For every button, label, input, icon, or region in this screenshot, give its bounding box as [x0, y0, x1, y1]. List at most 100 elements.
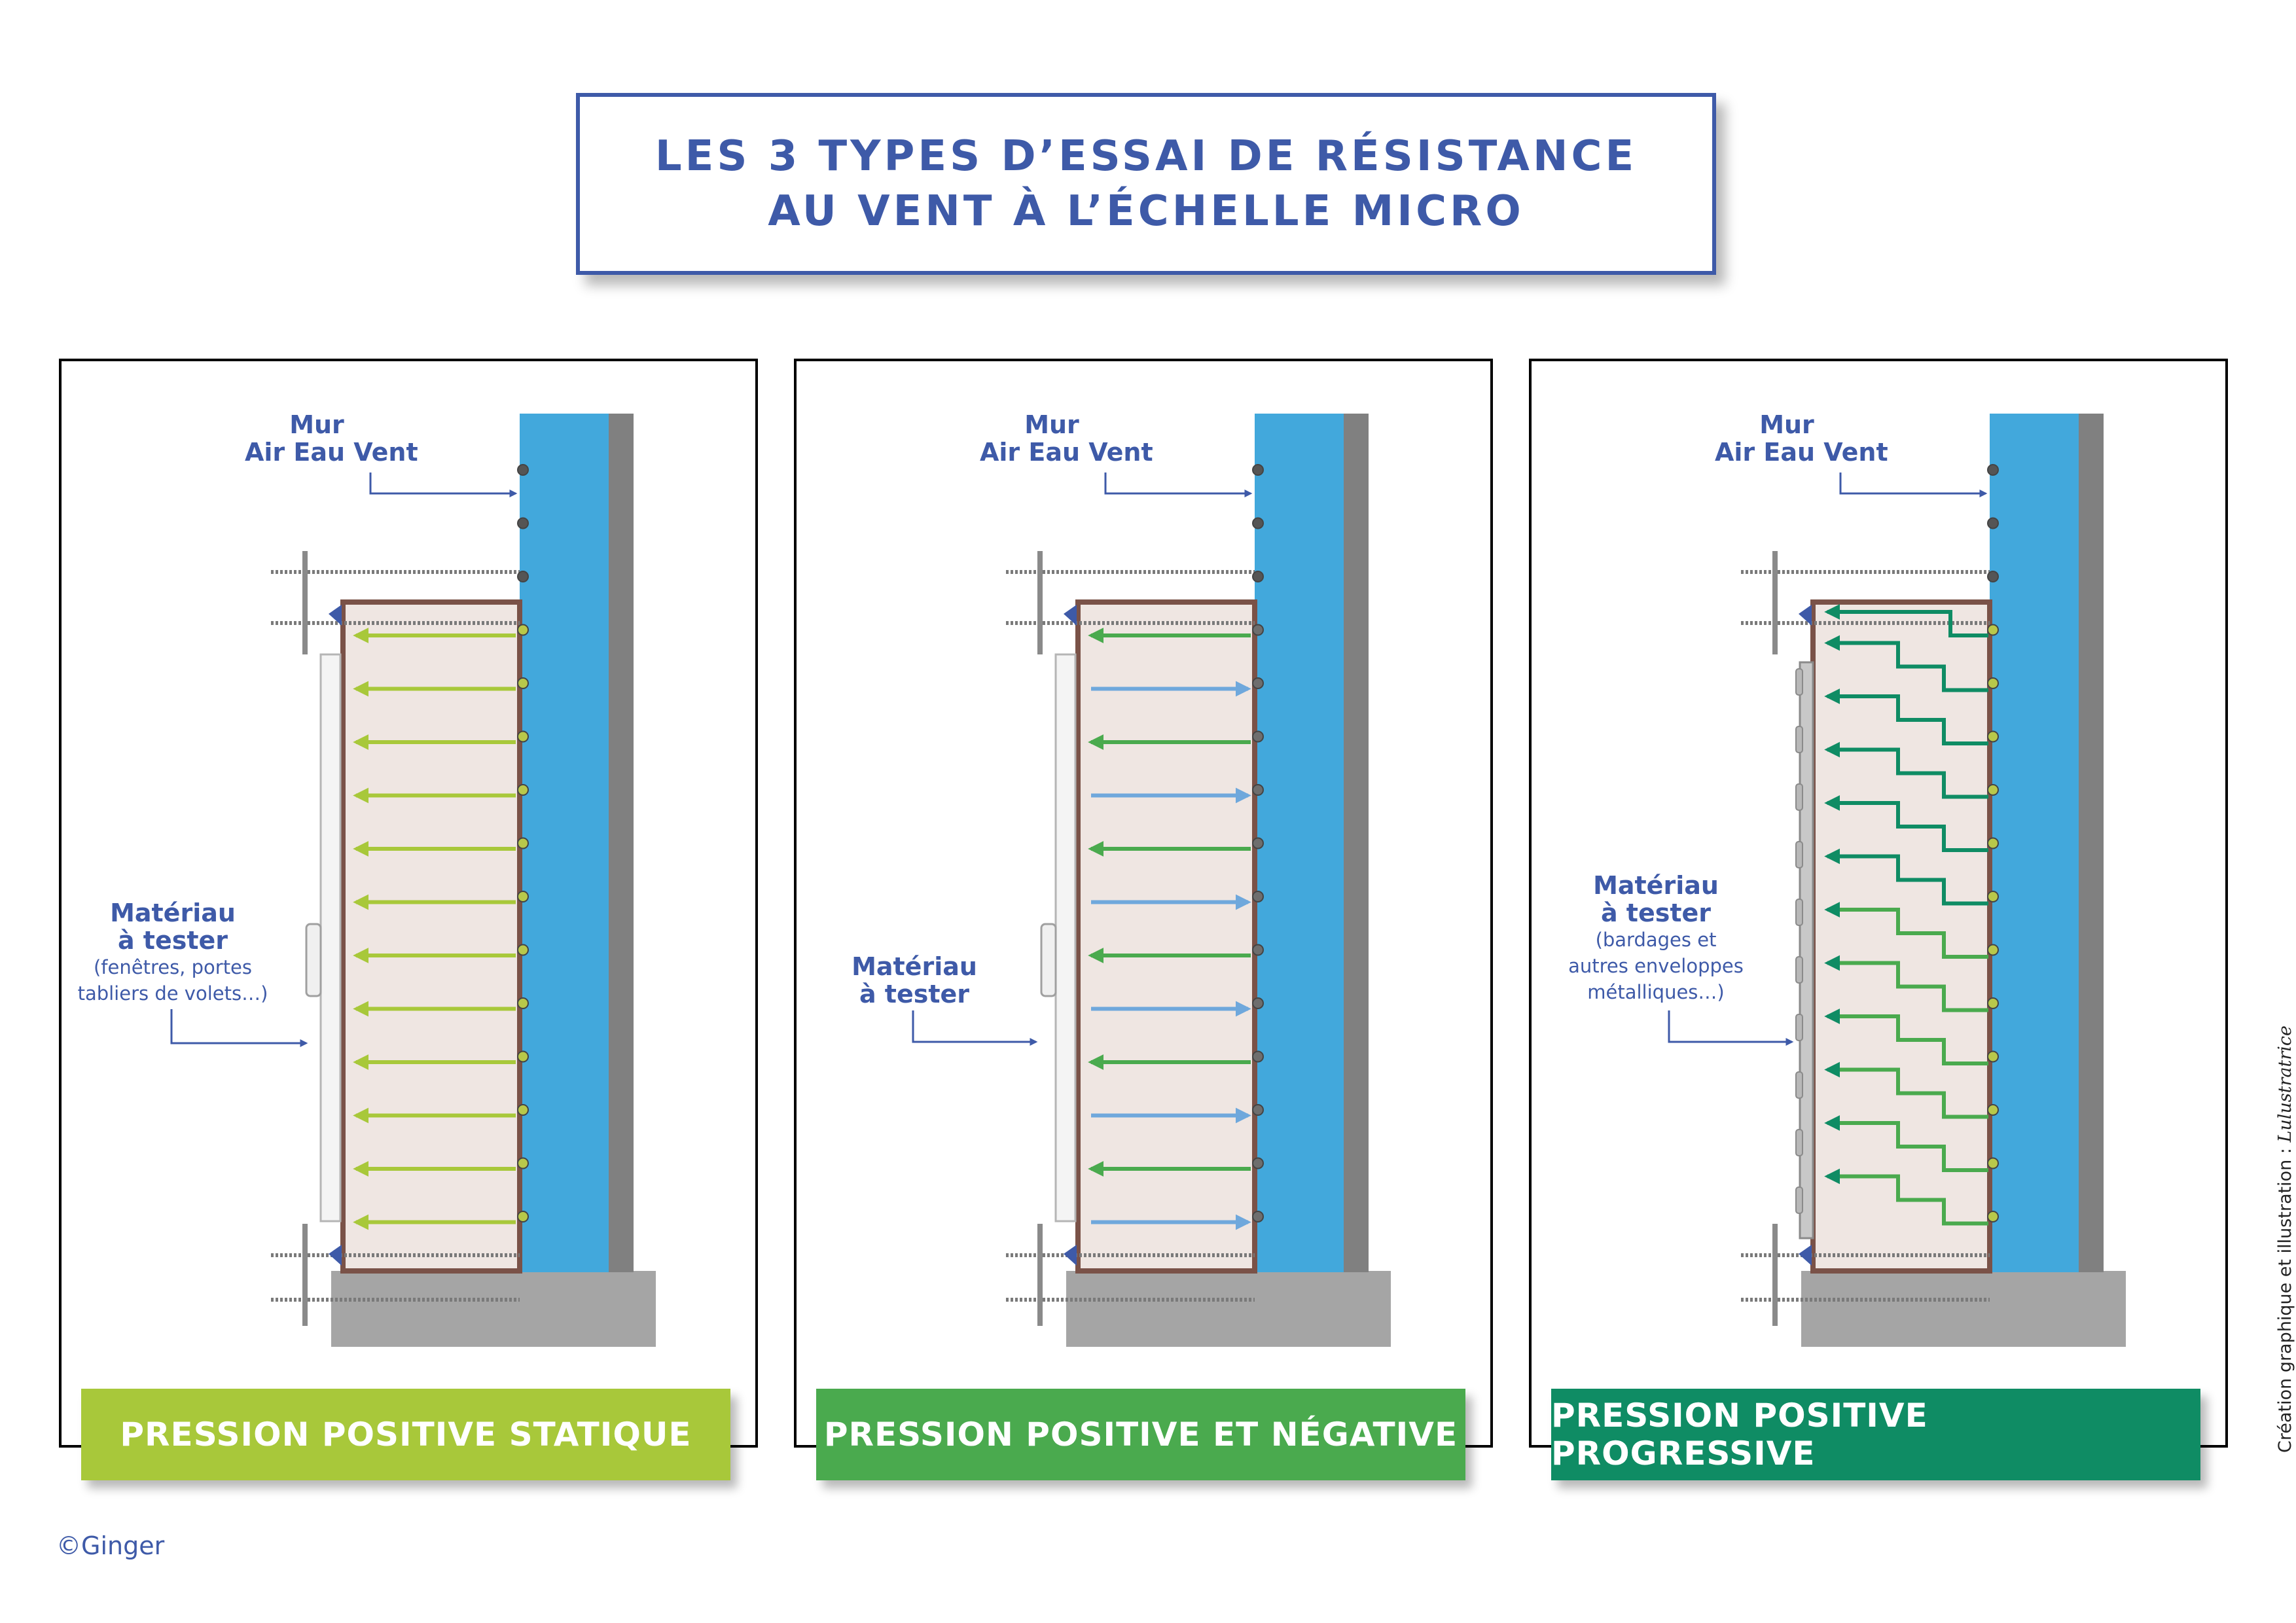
- progressive-arrow: [1824, 955, 1988, 1012]
- sensor-dot: [1987, 1050, 1999, 1063]
- diagram-static-pressure: [170, 414, 656, 1347]
- sensor-dot: [517, 784, 529, 796]
- material-pointer: [170, 1009, 308, 1047]
- sensor-dot: [1252, 784, 1264, 796]
- material-label: Matériau à tester: [842, 953, 986, 1008]
- sensor-dot: [517, 677, 529, 689]
- sensor-dot: [517, 891, 529, 902]
- cladding-rib: [1795, 899, 1803, 926]
- wall-label-line2: Air Eau Vent: [1715, 438, 1888, 467]
- progressive-arrow: [1824, 1061, 1988, 1119]
- sensor-dot: [1987, 464, 1999, 476]
- sensor-dot: [1252, 837, 1264, 849]
- material-note-line2: autres enveloppes: [1568, 955, 1744, 977]
- wall-pointer: [369, 473, 518, 497]
- progressive-arrow: [1824, 1008, 1988, 1065]
- banner-progressive-pressure: PRESSION POSITIVE PROGRESSIVE: [1551, 1389, 2200, 1480]
- cladding-rib: [1795, 841, 1803, 868]
- sensor-dot: [1987, 571, 1999, 582]
- wall-label-line2: Air Eau Vent: [980, 438, 1153, 467]
- sensor-dot: [1252, 571, 1264, 582]
- cladding-rib: [1795, 668, 1803, 696]
- material-label: Matériau à tester (fenêtres, portes tabl…: [68, 899, 278, 1007]
- sensor-dot: [1252, 677, 1264, 689]
- sensor-dot: [517, 944, 529, 956]
- sensor-dot: [517, 837, 529, 849]
- sensor-dot: [517, 624, 529, 636]
- material-label-line2: à tester: [1600, 899, 1712, 927]
- wall-structure: [609, 414, 634, 1272]
- material-label: Matériau à tester (bardages et autres en…: [1551, 872, 1761, 1005]
- wall-label-line2: Air Eau Vent: [245, 438, 418, 467]
- material-note-line2: tabliers de volets…): [77, 982, 268, 1005]
- wall-label-line1: Mur: [1759, 410, 1814, 439]
- credit: Création graphique et illustration : Lul…: [2275, 1026, 2295, 1453]
- material-note-line1: (fenêtres, portes: [93, 956, 253, 978]
- cladding-rib: [1795, 1014, 1803, 1041]
- cladding-rib: [1795, 1186, 1803, 1214]
- sensor-dot: [1252, 464, 1264, 476]
- wall-structure: [1344, 414, 1369, 1272]
- banner-positive-negative-pressure: PRESSION POSITIVE ET NÉGATIVE: [816, 1389, 1465, 1480]
- water-layer: [1990, 414, 2079, 1272]
- panel-positive-negative-pressure: Mur Air Eau Vent Matériau à tester PRESS…: [794, 359, 1493, 1480]
- sensor-dot: [1252, 1157, 1264, 1169]
- banner-static-pressure: PRESSION POSITIVE STATIQUE: [81, 1389, 730, 1480]
- sensor-dot: [517, 730, 529, 743]
- water-layer: [520, 414, 609, 1272]
- progressive-arrow: [1824, 741, 1988, 799]
- pressure-chamber: [1075, 599, 1257, 1274]
- progressive-arrow: [1824, 848, 1988, 906]
- sensor-dot: [1252, 891, 1264, 902]
- gasket: [329, 1245, 342, 1266]
- cladding-rib: [1795, 1129, 1803, 1156]
- material-note-line1: (bardages et: [1595, 929, 1717, 951]
- cladding-rib: [1795, 783, 1803, 811]
- panel-static-pressure: Mur Air Eau Vent Matériau à tester (fenê…: [59, 359, 758, 1480]
- progressive-arrow: [1824, 635, 1988, 692]
- sensor-dot: [1252, 1050, 1264, 1063]
- title-box: LES 3 TYPES D’ESSAI DE RÉSISTANCE AU VEN…: [576, 93, 1716, 275]
- sensor-dot: [517, 1050, 529, 1063]
- window-frame: [319, 653, 342, 1222]
- wall-pointer: [1104, 473, 1253, 497]
- pressure-chamber: [340, 599, 522, 1274]
- sensor-dot: [1252, 517, 1264, 529]
- wall-pointer: [1839, 473, 1988, 497]
- sensor-dot: [517, 517, 529, 529]
- sensor-dot: [1987, 837, 1999, 849]
- cladding-rib: [1795, 956, 1803, 984]
- water-layer: [1255, 414, 1344, 1272]
- material-label-line1: Matériau: [852, 952, 977, 981]
- material-label-line1: Matériau: [1593, 871, 1719, 900]
- sensor-dot: [1987, 891, 1999, 902]
- sensor-dot: [1252, 1211, 1264, 1222]
- material-pointer: [1668, 1010, 1794, 1046]
- material-label-line2: à tester: [117, 926, 228, 955]
- sensor-dot: [1987, 944, 1999, 956]
- sensor-dot: [1987, 997, 1999, 1009]
- sensor-dot: [1252, 1104, 1264, 1116]
- sensor-dot: [1987, 1211, 1999, 1222]
- wall-structure: [2079, 414, 2104, 1272]
- sensor-dot: [1987, 677, 1999, 689]
- wall-label-line1: Mur: [289, 410, 344, 439]
- window-handle: [305, 923, 322, 997]
- gasket: [1799, 1245, 1812, 1266]
- window-frame: [1054, 653, 1077, 1222]
- credit-signature: Lulustratrice: [2275, 1025, 2295, 1143]
- base-slab: [331, 1271, 656, 1347]
- gasket: [1799, 605, 1812, 626]
- title-line-2: AU VENT À L’ÉCHELLE MICRO: [768, 187, 1524, 236]
- material-pointer: [912, 1010, 1038, 1046]
- progressive-arrow: [1824, 902, 1988, 959]
- sensor-dot: [1252, 730, 1264, 743]
- sensor-dot: [1987, 624, 1999, 636]
- sensor-dot: [517, 1211, 529, 1222]
- credit-text: Création graphique et illustration :: [2275, 1142, 2295, 1453]
- sensor-dot: [1987, 517, 1999, 529]
- sensor-dot: [517, 997, 529, 1009]
- sensor-dot: [1252, 944, 1264, 956]
- wall-label: Mur Air Eau Vent: [1715, 410, 1888, 467]
- wall-label: Mur Air Eau Vent: [980, 411, 1153, 467]
